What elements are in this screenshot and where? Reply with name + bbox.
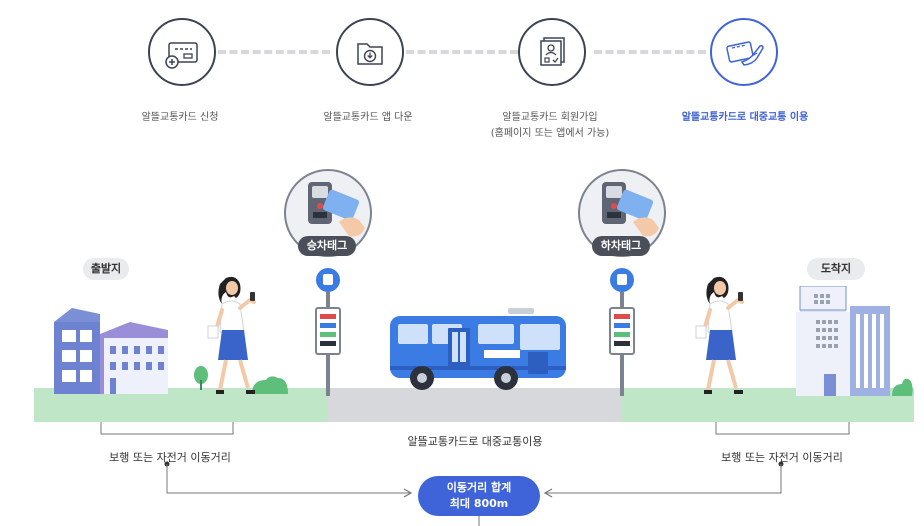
step-connector-3 xyxy=(594,50,706,54)
bus-stop-right xyxy=(609,268,635,396)
alight-tag-label: 하차태그 xyxy=(592,236,650,256)
origin-badge: 출발지 xyxy=(83,258,129,280)
total-distance-value: 최대 800m xyxy=(449,497,509,510)
destination-buildings xyxy=(796,286,890,396)
origin-buildings xyxy=(54,308,168,394)
step-2-circle xyxy=(336,18,404,86)
card-apply-icon xyxy=(165,42,198,69)
member-signup-icon xyxy=(540,37,565,66)
step-1-circle xyxy=(148,18,216,86)
transit-caption: 알뜰교통카드로 대중교통이용 xyxy=(407,435,543,448)
card-payment-icon xyxy=(726,41,764,66)
flow-arrows xyxy=(164,461,784,526)
step-2-label: 알뜰교통카드 앱 다운 xyxy=(323,112,413,123)
step-3-sublabel: (홈페이지 또는 앱에서 가능) xyxy=(490,128,610,139)
step-connector-2 xyxy=(406,50,518,54)
tree-left xyxy=(194,366,208,390)
alight-card-reader-icon xyxy=(578,169,666,257)
step-4-label: 알뜰교통카드로 대중교통 이용 xyxy=(681,112,809,123)
total-distance-badge: 이동거리 합계 최대 800m xyxy=(418,476,540,516)
step-3-label: 알뜰교통카드 회원가입 xyxy=(502,112,598,123)
step-3-circle xyxy=(518,18,586,86)
bush-left xyxy=(252,376,288,394)
total-distance-title: 이동거리 합계 xyxy=(446,481,512,494)
bus-illustration xyxy=(390,308,566,390)
left-distance-bracket xyxy=(100,422,234,435)
step-connector-1 xyxy=(218,50,330,54)
walking-person-right xyxy=(695,276,744,394)
board-tag-label: 승차태그 xyxy=(298,236,356,256)
right-distance-bracket xyxy=(715,422,850,435)
left-walk-caption: 보행 또는 자전거 이동거리 xyxy=(109,451,231,464)
road xyxy=(328,388,622,422)
board-card-reader-icon xyxy=(284,169,372,257)
step-1-label: 알뜰교통카드 신청 xyxy=(141,112,219,123)
right-walk-caption: 보행 또는 자전거 이동거리 xyxy=(721,451,843,464)
step-4-circle xyxy=(710,18,778,86)
app-download-icon xyxy=(357,43,383,65)
bush-right xyxy=(892,378,913,396)
bus-stop-left xyxy=(315,268,341,396)
destination-badge: 도착지 xyxy=(807,258,865,280)
walking-person-left xyxy=(207,276,256,394)
